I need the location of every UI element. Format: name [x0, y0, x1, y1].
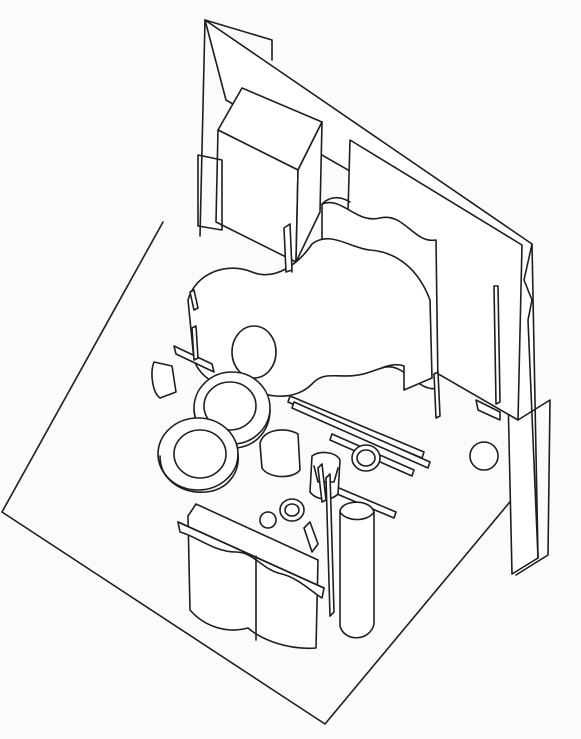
pin-d	[493, 285, 501, 405]
capsule-cup	[309, 451, 341, 500]
hook-left-cylinder	[151, 361, 177, 399]
tall-capsule-top	[339, 511, 375, 521]
organic-cutout-panel-icon	[187, 238, 433, 397]
pin-f	[317, 463, 327, 503]
pin-a	[189, 289, 199, 311]
pin-c	[433, 371, 441, 419]
rail-lower-bar	[291, 401, 431, 469]
pin-e	[283, 223, 293, 273]
back-panel-edge-top	[204, 19, 273, 61]
back-panel-right-edge	[523, 243, 539, 559]
wall-box-shelf	[197, 154, 223, 231]
small-ring-b-inner	[284, 503, 300, 517]
wavy-screen-top-edge	[321, 196, 351, 205]
rear-hole	[469, 441, 499, 471]
medium-ring-icon	[157, 417, 239, 493]
curtain-valance	[177, 521, 325, 599]
back-panel-icon	[199, 19, 539, 575]
pin-icon	[189, 223, 501, 503]
curtain-panel-icon	[177, 503, 325, 650]
small-ring-a-inner	[356, 449, 376, 467]
curtain-back	[187, 503, 319, 650]
wall-box-right	[295, 121, 323, 263]
pipe-right	[475, 399, 501, 421]
medium-ring-depth	[159, 453, 239, 493]
small-ring-c	[259, 511, 277, 529]
medium-ring-inner	[173, 429, 227, 479]
ground-plane-outline	[1, 221, 520, 725]
capsule-block	[259, 429, 301, 478]
ground-plane-icon	[1, 221, 520, 725]
pin-b	[191, 325, 199, 361]
capsule-column-icon	[259, 429, 375, 639]
organic-panel-hole	[231, 325, 277, 379]
large-ring-inner	[203, 381, 257, 431]
small-ring-icon	[259, 441, 499, 529]
wall-box-icon	[197, 87, 323, 263]
rear-slab-side	[515, 399, 551, 576]
curtain-top-edge	[177, 521, 325, 589]
pillar-side	[325, 473, 335, 617]
back-panel-left-edge	[199, 19, 206, 237]
fin-left	[303, 521, 319, 553]
tall-capsule-column	[339, 501, 375, 639]
